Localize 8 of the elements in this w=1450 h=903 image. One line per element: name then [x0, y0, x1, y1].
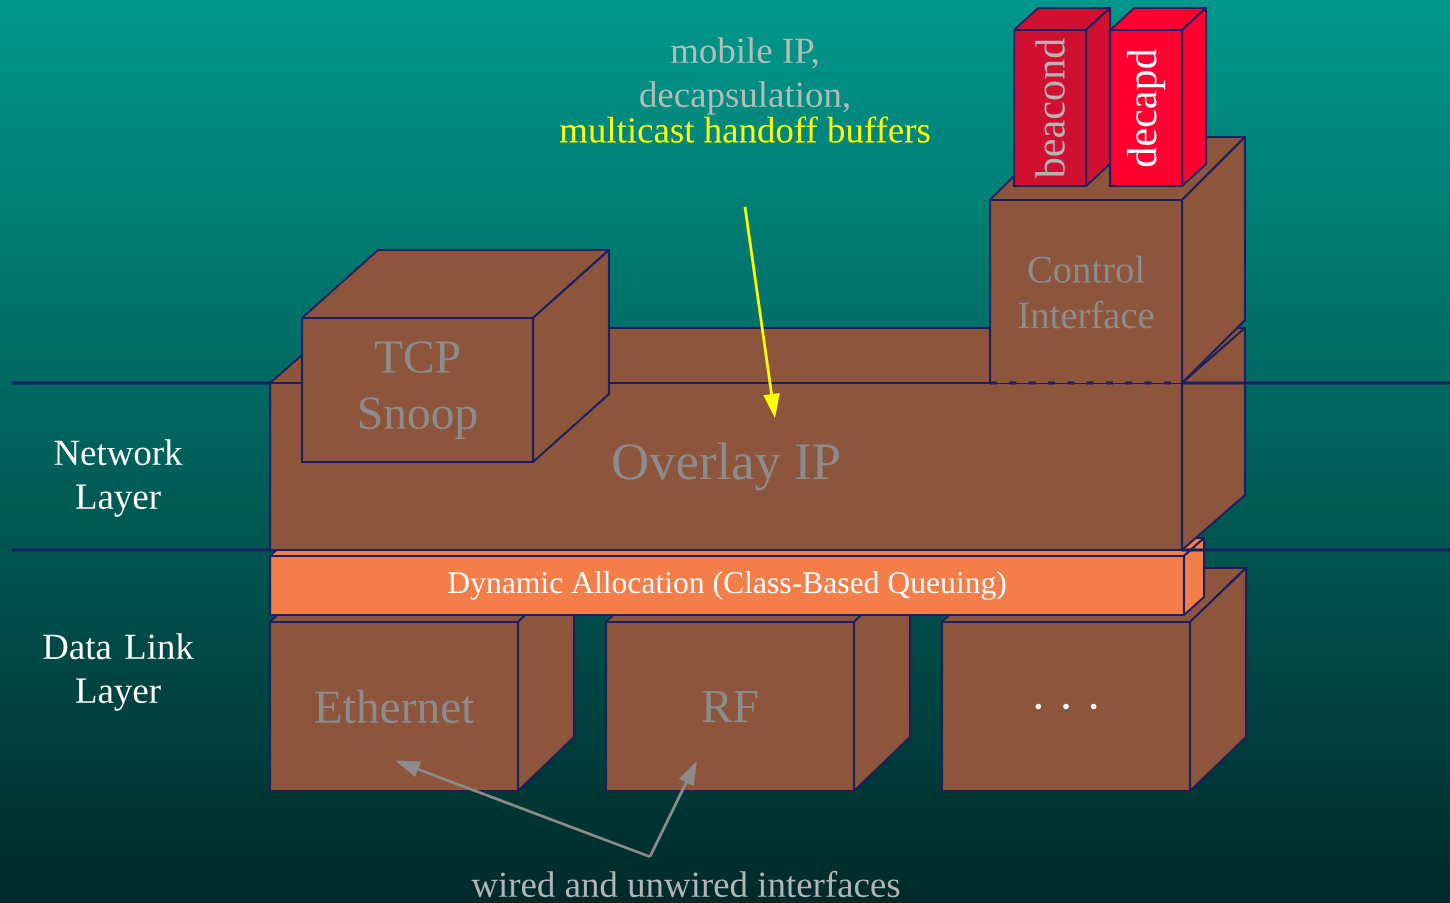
layer-label: Network Layer: [54, 439, 183, 517]
daemon-block: decapd: [1108, 6, 1208, 188]
layer-label: Data Link Layer: [43, 633, 194, 711]
text-annotation: mobile IP, decapsulation, multicast handoff buffers: [560, 37, 930, 143]
daemon-block: beacond: [1012, 6, 1112, 188]
queue-bar: Dynamic Allocation (Class-Based Queuing): [268, 536, 1206, 617]
text-annotation: wired and unwired interfaces: [471, 870, 900, 898]
module-block: TCP Snoop: [300, 248, 611, 464]
